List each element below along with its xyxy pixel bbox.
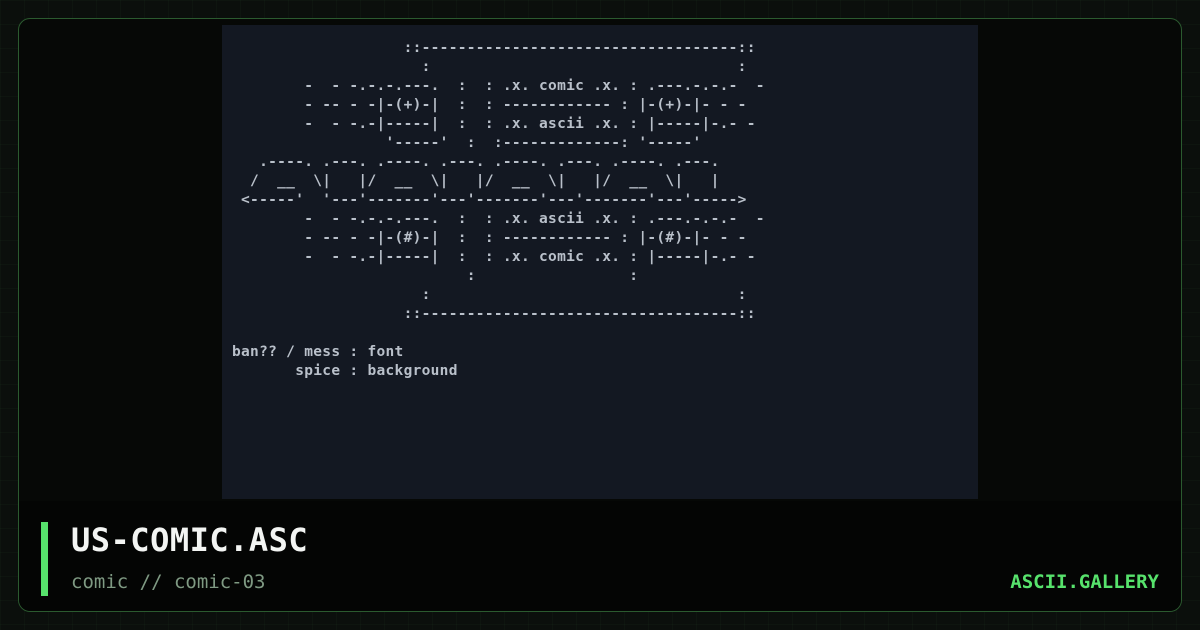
accent-bar bbox=[41, 522, 48, 596]
gallery-card: ::-----------------------------------:: … bbox=[18, 18, 1182, 612]
caption-bar: US-COMIC.ASC comic // comic-03 ASCII.GAL… bbox=[19, 501, 1181, 611]
ascii-art-text: ::-----------------------------------:: … bbox=[232, 40, 765, 379]
site-brand-link[interactable]: ASCII.GALLERY bbox=[1010, 571, 1159, 593]
category-subtitle: comic // comic-03 bbox=[71, 571, 266, 593]
ascii-art-preview: ::-----------------------------------:: … bbox=[222, 25, 978, 499]
file-title: US-COMIC.ASC bbox=[71, 521, 309, 559]
